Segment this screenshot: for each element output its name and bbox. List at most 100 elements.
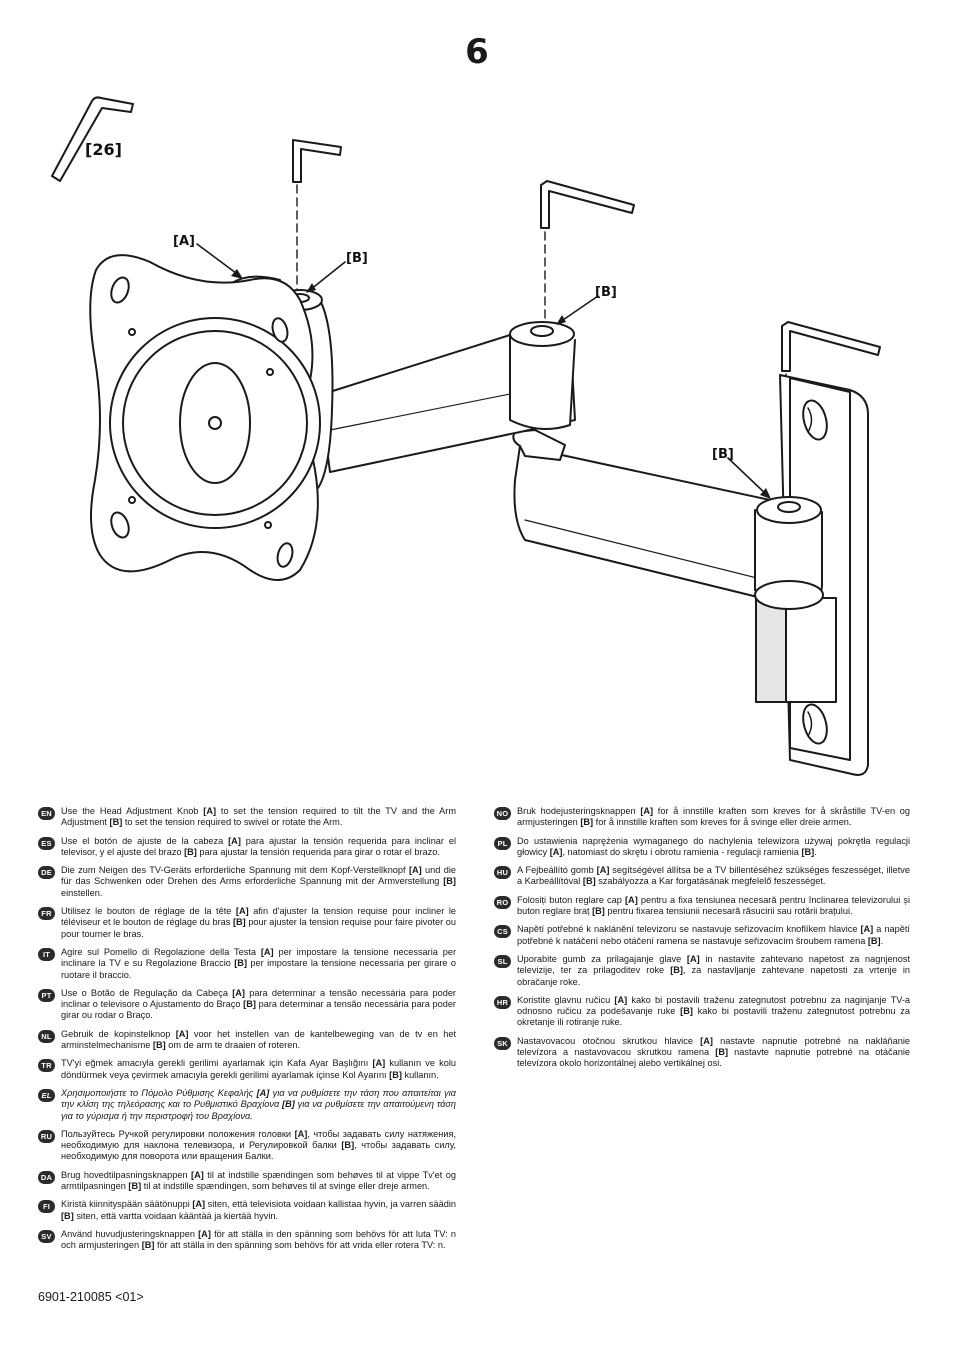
instruction-fragment: Use the Head Adjustment Knob [61,806,204,816]
instruction-fragment: TV'yi eğmek amacıyla gerekli gerilimi ay… [61,1058,373,1069]
instruction-es: ES Use el botón de ajuste de la cabeza [… [38,836,456,859]
language-badge: FI [38,1200,55,1214]
language-badge: DE [38,866,55,880]
instruction-text: Använd huvudjusteringsknappen [A] för at… [61,1229,456,1250]
part-reference: [A] [228,835,241,846]
part-reference: [B] [341,1140,355,1151]
instruction-fragment: , чтобы задавать силу натяжения, необход… [61,1128,456,1151]
instruction-fragment: kullanın ve kolu döndürmek veya çevirmek… [61,1058,456,1080]
instruction-sk: SK Nastavovacou otočnou skrutkou hlavice … [494,1036,910,1070]
instruction-text: A Fejbeállító gomb [A] segítségével állí… [517,865,910,886]
language-badge: SK [494,1036,511,1050]
part-reference: [B] [141,1240,155,1251]
instruction-text: Koristite glavnu ručicu [A] kako bi post… [517,995,910,1028]
part-reference: [A] [549,846,563,857]
instruction-fragment: kako bi postavili traženu zategnutost po… [517,1006,910,1028]
instruction-fragment: , natomiast do skrętu i obrotu ramienia … [562,846,802,857]
instruction-fragment: afin d'ajuster la tension requise pour i… [61,906,456,928]
part-reference: [A] [235,906,249,917]
part-reference: [A] [408,865,422,876]
instruction-fragment: Napětí potřebné k naklánění televizoru s… [517,924,861,935]
part-reference: [A] [191,1169,204,1180]
callout-a: [A] [173,234,195,249]
instruction-text: Use el botón de ajuste de la cabeza [A] … [61,836,456,857]
instruction-text: Utilisez le bouton de réglage de la tête… [61,906,456,939]
instruction-fragment: para ajustar la tensión requerida para g… [196,846,440,857]
part-reference: [A] [175,1028,189,1039]
language-badge: DA [38,1170,55,1184]
part-reference: [B] [592,906,605,917]
instruction-text: Nastavovacou otočnou skrutkou hlavice [A… [517,1036,910,1069]
instruction-text: Kiristä kiinnityspään säätönuppi [A] sit… [61,1199,456,1220]
part-reference: [A] [198,1228,211,1239]
instruction-fragment: för att ställa in den spänning som behöv… [154,1240,446,1251]
instruction-fragment: para determinar a tensão necessária para… [61,999,456,1021]
instruction-fragment: Koristite glavnu ručicu [517,994,615,1005]
language-badge: RU [38,1129,55,1143]
instruction-fragment: Use o Botão de Regulação da Cabeça [61,987,233,998]
part-reference: [A] [260,946,274,957]
language-badge: FR [38,907,55,921]
instruction-fragment: und die für das Schwenken oder Drehen de… [61,865,456,887]
instruction-fragment: Brug hovedtilpasningsknappen [61,1169,192,1180]
instruction-fragment: nastavte napnutie potrebné na otáčanie t… [517,1047,910,1069]
instruction-text: Folosiți buton reglare cap [A] pentru a … [517,895,910,916]
language-badge: ES [38,836,55,850]
hex-key-icon [292,139,881,372]
instruction-text: TV'yi eğmek amacıyla gerekli gerilimi ay… [61,1058,456,1079]
part-reference: [B] [184,846,197,857]
instruction-fragment: a napětí potřebné k natáčení nebo otáčen… [517,924,910,946]
instruction-fragment: Använd huvudjusteringsknappen [61,1228,199,1239]
instruction-fragment: pour ajuster la tension requise pour fai… [61,917,456,939]
instruction-fragment: A Fejbeállító gomb [517,865,597,876]
part-reference: [A] [640,806,654,816]
instruction-fragment: for å innstille kraften som kreves for å… [517,806,910,828]
part-reference: [A] [232,987,245,998]
instruction-text: Do ustawienia naprężenia wymaganego do n… [517,836,910,857]
instruction-fragment: szabályozza a Kar forgatásának megfelelő… [595,876,826,887]
lower-arm [512,429,824,610]
instruction-fragment: Χρησιμοποιήστε το Πόμολο Ρύθμισης Κεφαλή… [61,1087,257,1098]
instruction-fragment: per impostare la tensione necessaria per… [61,958,456,980]
part-reference: [A] [625,894,638,905]
instruction-fragment: to set the tension required to tilt the … [61,806,456,828]
language-badge: HU [494,866,511,880]
instruction-text: Use the Head Adjustment Knob [A] to set … [61,806,456,827]
instruction-en: EN Use the Head Adjustment Knob [A] to s… [38,806,456,829]
part-reference: [B] [282,1099,295,1110]
instruction-fr: FR Utilisez le bouton de réglage de la tê… [38,906,456,940]
instruction-fragment: para ajustar la tensión requerida para i… [61,835,456,857]
instruction-fragment: nastavte napnutie potrebné na nakláňanie… [517,1035,910,1058]
instruction-fragment: til at indstille spændingen, som behøves… [141,1181,430,1192]
document-code: 6901-210085 <01> [38,1290,144,1304]
instruction-fragment: Kiristä kiinnityspään säätönuppi [61,1199,193,1210]
part-reference: [B] [109,817,123,828]
hex-key-icon [51,96,134,182]
instruction-fragment: Die zum Neigen des TV-Geräts erforderlic… [61,865,409,876]
instruction-fragment: for å innstille kraften som kreves for å… [593,817,852,828]
instruction-hu: HU A Fejbeállító gomb [A] segítségével ál… [494,865,910,888]
instruction-fragment: Uporabite gumb za prilagajanje glave [517,953,687,964]
instruction-fragment: einstellen. [61,887,103,898]
instruction-fragment: siten, että vartta voidaan kääntää ja ki… [73,1210,279,1221]
instruction-text: Uporabite gumb za prilagajanje glave [A]… [517,954,910,987]
instruction-fragment: Gebruik de kopinstelknop [61,1028,176,1039]
instruction-text: Die zum Neigen des TV-Geräts erforderlic… [61,865,456,898]
instruction-text: Пользуйтесь Ручкой регулировки положения… [61,1129,456,1162]
part-reference: [A] [372,1058,386,1069]
language-badge: PL [494,836,511,850]
part-reference: [A] [860,924,874,935]
part-reference: [B] [232,917,246,928]
part-reference: [B] [670,965,683,976]
language-badge: EN [38,807,55,820]
instruction-fragment: Пользуйтесь Ручкой регулировки положения… [61,1128,295,1139]
instruction-fragment: segítségével állítsa be a TV billentéséh… [517,865,910,887]
instruction-text: Χρησιμοποιήστε το Πόμολο Ρύθμισης Κεφαλή… [61,1088,456,1121]
language-badge: PT [38,988,55,1002]
part-reference: [B] [867,935,881,946]
